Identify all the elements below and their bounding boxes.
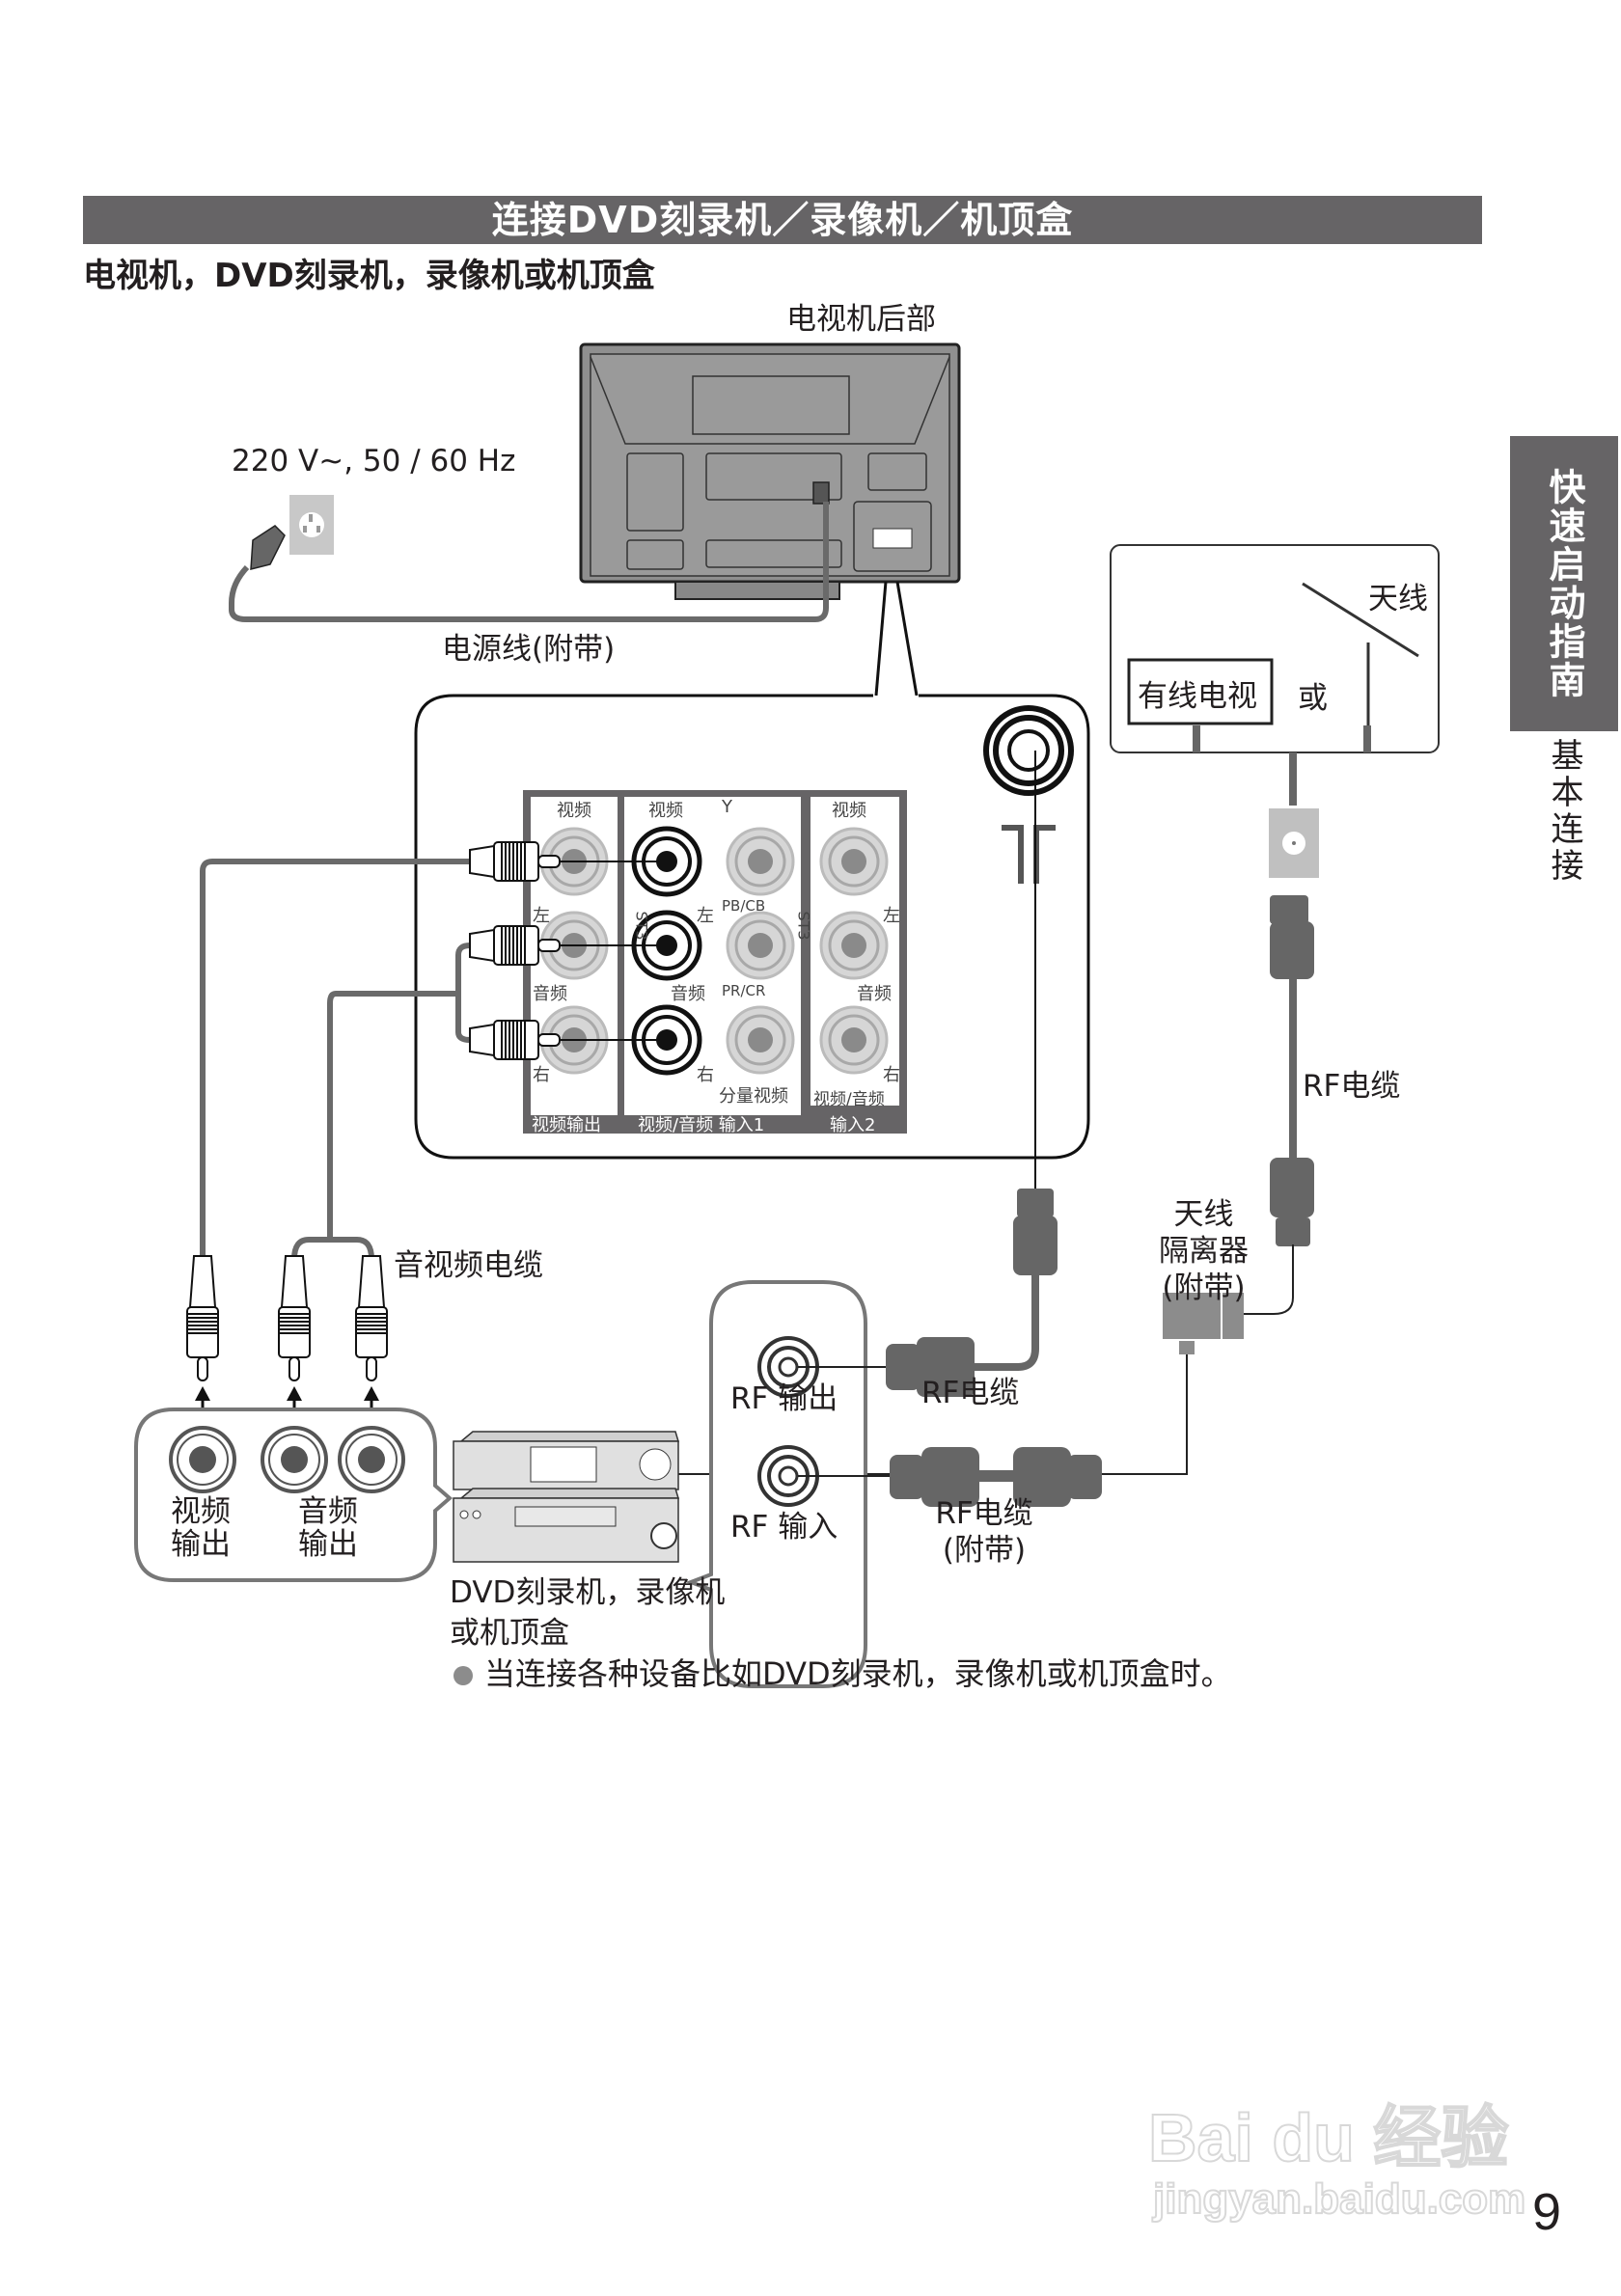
jack-label-video-out: 视频 xyxy=(557,801,591,821)
watermark-url: jingyan.baidu.com xyxy=(1152,2174,1526,2224)
jack-label-right: 右 xyxy=(533,1065,550,1085)
rf-cable-antenna xyxy=(1241,895,1314,1315)
jack-label-av: 视频/音频 xyxy=(813,1090,885,1109)
jack xyxy=(819,1005,889,1075)
jack-label-left: 左 xyxy=(533,906,550,926)
rca-plugs-panel xyxy=(469,841,667,1060)
tv-back-illustration xyxy=(579,342,961,600)
side-subsection-label: 基本连接 xyxy=(1545,738,1583,885)
rf-cable-supplied xyxy=(798,1447,1102,1507)
audio-out-label: 音频 输出 xyxy=(298,1494,358,1562)
audio-cable xyxy=(291,943,471,1260)
callout-line xyxy=(895,581,919,697)
antenna-label: 天线 xyxy=(1368,582,1428,616)
rca-plugs-device xyxy=(186,1255,388,1457)
jack-label-audio: 音频 xyxy=(857,984,892,1004)
vcr-icon xyxy=(453,1488,680,1563)
antenna-wire xyxy=(1289,752,1297,806)
jack-label-st3: ST3 xyxy=(632,911,651,941)
video-out-label: 视频 输出 xyxy=(171,1494,231,1562)
panel-label-av-in1: 视频/音频 输入1 xyxy=(638,1115,765,1135)
antenna-source-box xyxy=(1110,544,1440,753)
jack-label-audio: 音频 xyxy=(533,984,567,1004)
rca-plug xyxy=(469,841,667,882)
device-output-jacks xyxy=(169,1426,405,1493)
rf-cable-tv xyxy=(798,1189,1058,1397)
jack-label-right: 右 xyxy=(883,1065,900,1085)
side-tab-label: 快速启动指南 xyxy=(1543,468,1585,699)
jack xyxy=(819,911,889,980)
jack-label-component: 分量视频 xyxy=(719,1086,788,1107)
jack-label-pb: PB/CB xyxy=(722,897,766,915)
power-spec-label: 220 V~, 50 / 60 Hz xyxy=(232,444,516,478)
wall-antenna-socket-icon xyxy=(1269,808,1319,878)
note-text: 当连接各种设备比如DVD刻录机，录像机或机顶盒时。 xyxy=(484,1655,1232,1692)
jack-label-y: Y xyxy=(722,797,732,817)
cable-tv-label: 有线电视 xyxy=(1138,679,1257,714)
device-caption: DVD刻录机，录像机 或机顶盒 xyxy=(450,1575,726,1651)
rf-in-label: RF 输入 xyxy=(730,1510,838,1544)
bullet-icon xyxy=(453,1666,473,1685)
jack-label-pr: PR/CR xyxy=(722,982,766,999)
jack xyxy=(726,911,795,980)
jack-label-right: 右 xyxy=(697,1065,714,1085)
rf-cable-label-top: RF电缆 xyxy=(1303,1069,1401,1104)
power-cord-label: 电源线(附带) xyxy=(442,632,616,667)
rca-plug xyxy=(469,925,667,966)
jack-label-left: 左 xyxy=(883,906,900,926)
device-out-jack xyxy=(169,1426,236,1493)
device-out-jack xyxy=(338,1426,405,1493)
side-tab-subsection: 基本连接 xyxy=(1510,738,1618,885)
av-cable-label: 音视频电缆 xyxy=(394,1248,543,1283)
jack xyxy=(819,827,889,896)
callout-line xyxy=(874,581,888,697)
section-title: 连接DVD刻录机／录像机／机顶盒 xyxy=(491,199,1074,241)
jack xyxy=(726,827,795,896)
or-label: 或 xyxy=(1298,681,1328,716)
rca-plug xyxy=(186,1255,219,1457)
panel-label-video-out: 视频输出 xyxy=(532,1115,601,1135)
tv-rf-input-jack xyxy=(983,705,1074,884)
subtitle: 电视机，DVD刻录机，录像机或机顶盒 xyxy=(83,257,655,295)
panel-label-in2: 输入2 xyxy=(830,1115,876,1135)
rf-cable-supplied-label: RF电缆 (附带) xyxy=(935,1496,1033,1568)
side-tab-quick-start: 快速启动指南 xyxy=(1510,436,1618,731)
power-cord xyxy=(229,502,829,622)
jack-label-video-in1: 视频 xyxy=(648,801,683,821)
jack-label-video-in2: 视频 xyxy=(832,801,866,821)
rf-cable-label-mid: RF电缆 xyxy=(921,1376,1020,1410)
page-number: 9 xyxy=(1532,2183,1562,2241)
dvd-recorder-icon xyxy=(453,1431,680,1490)
device-out-jack xyxy=(261,1426,328,1493)
jack xyxy=(726,1005,795,1075)
jack-label-left: 左 xyxy=(697,906,714,926)
section-title-bar: 连接DVD刻录机／录像机／机顶盒 xyxy=(83,196,1482,244)
jack-label-audio: 音频 xyxy=(671,984,705,1004)
watermark-logo: Bai du 经验 xyxy=(1147,2099,1509,2176)
rf-out-label: RF 输出 xyxy=(730,1381,838,1416)
rca-plug xyxy=(469,1020,667,1060)
power-plug-icon xyxy=(250,525,286,570)
note-item: 当连接各种设备比如DVD刻录机，录像机或机顶盒时。 xyxy=(453,1650,1232,1694)
tv-rear-label: 电视机后部 xyxy=(786,302,936,337)
jack-label-st3: ST3 xyxy=(794,911,813,941)
video-cable xyxy=(200,859,470,1259)
rca-plug xyxy=(355,1255,388,1457)
antenna-isolator-label: 天线 隔离器 (附带) xyxy=(1159,1197,1249,1305)
power-outlet-icon xyxy=(289,495,334,555)
